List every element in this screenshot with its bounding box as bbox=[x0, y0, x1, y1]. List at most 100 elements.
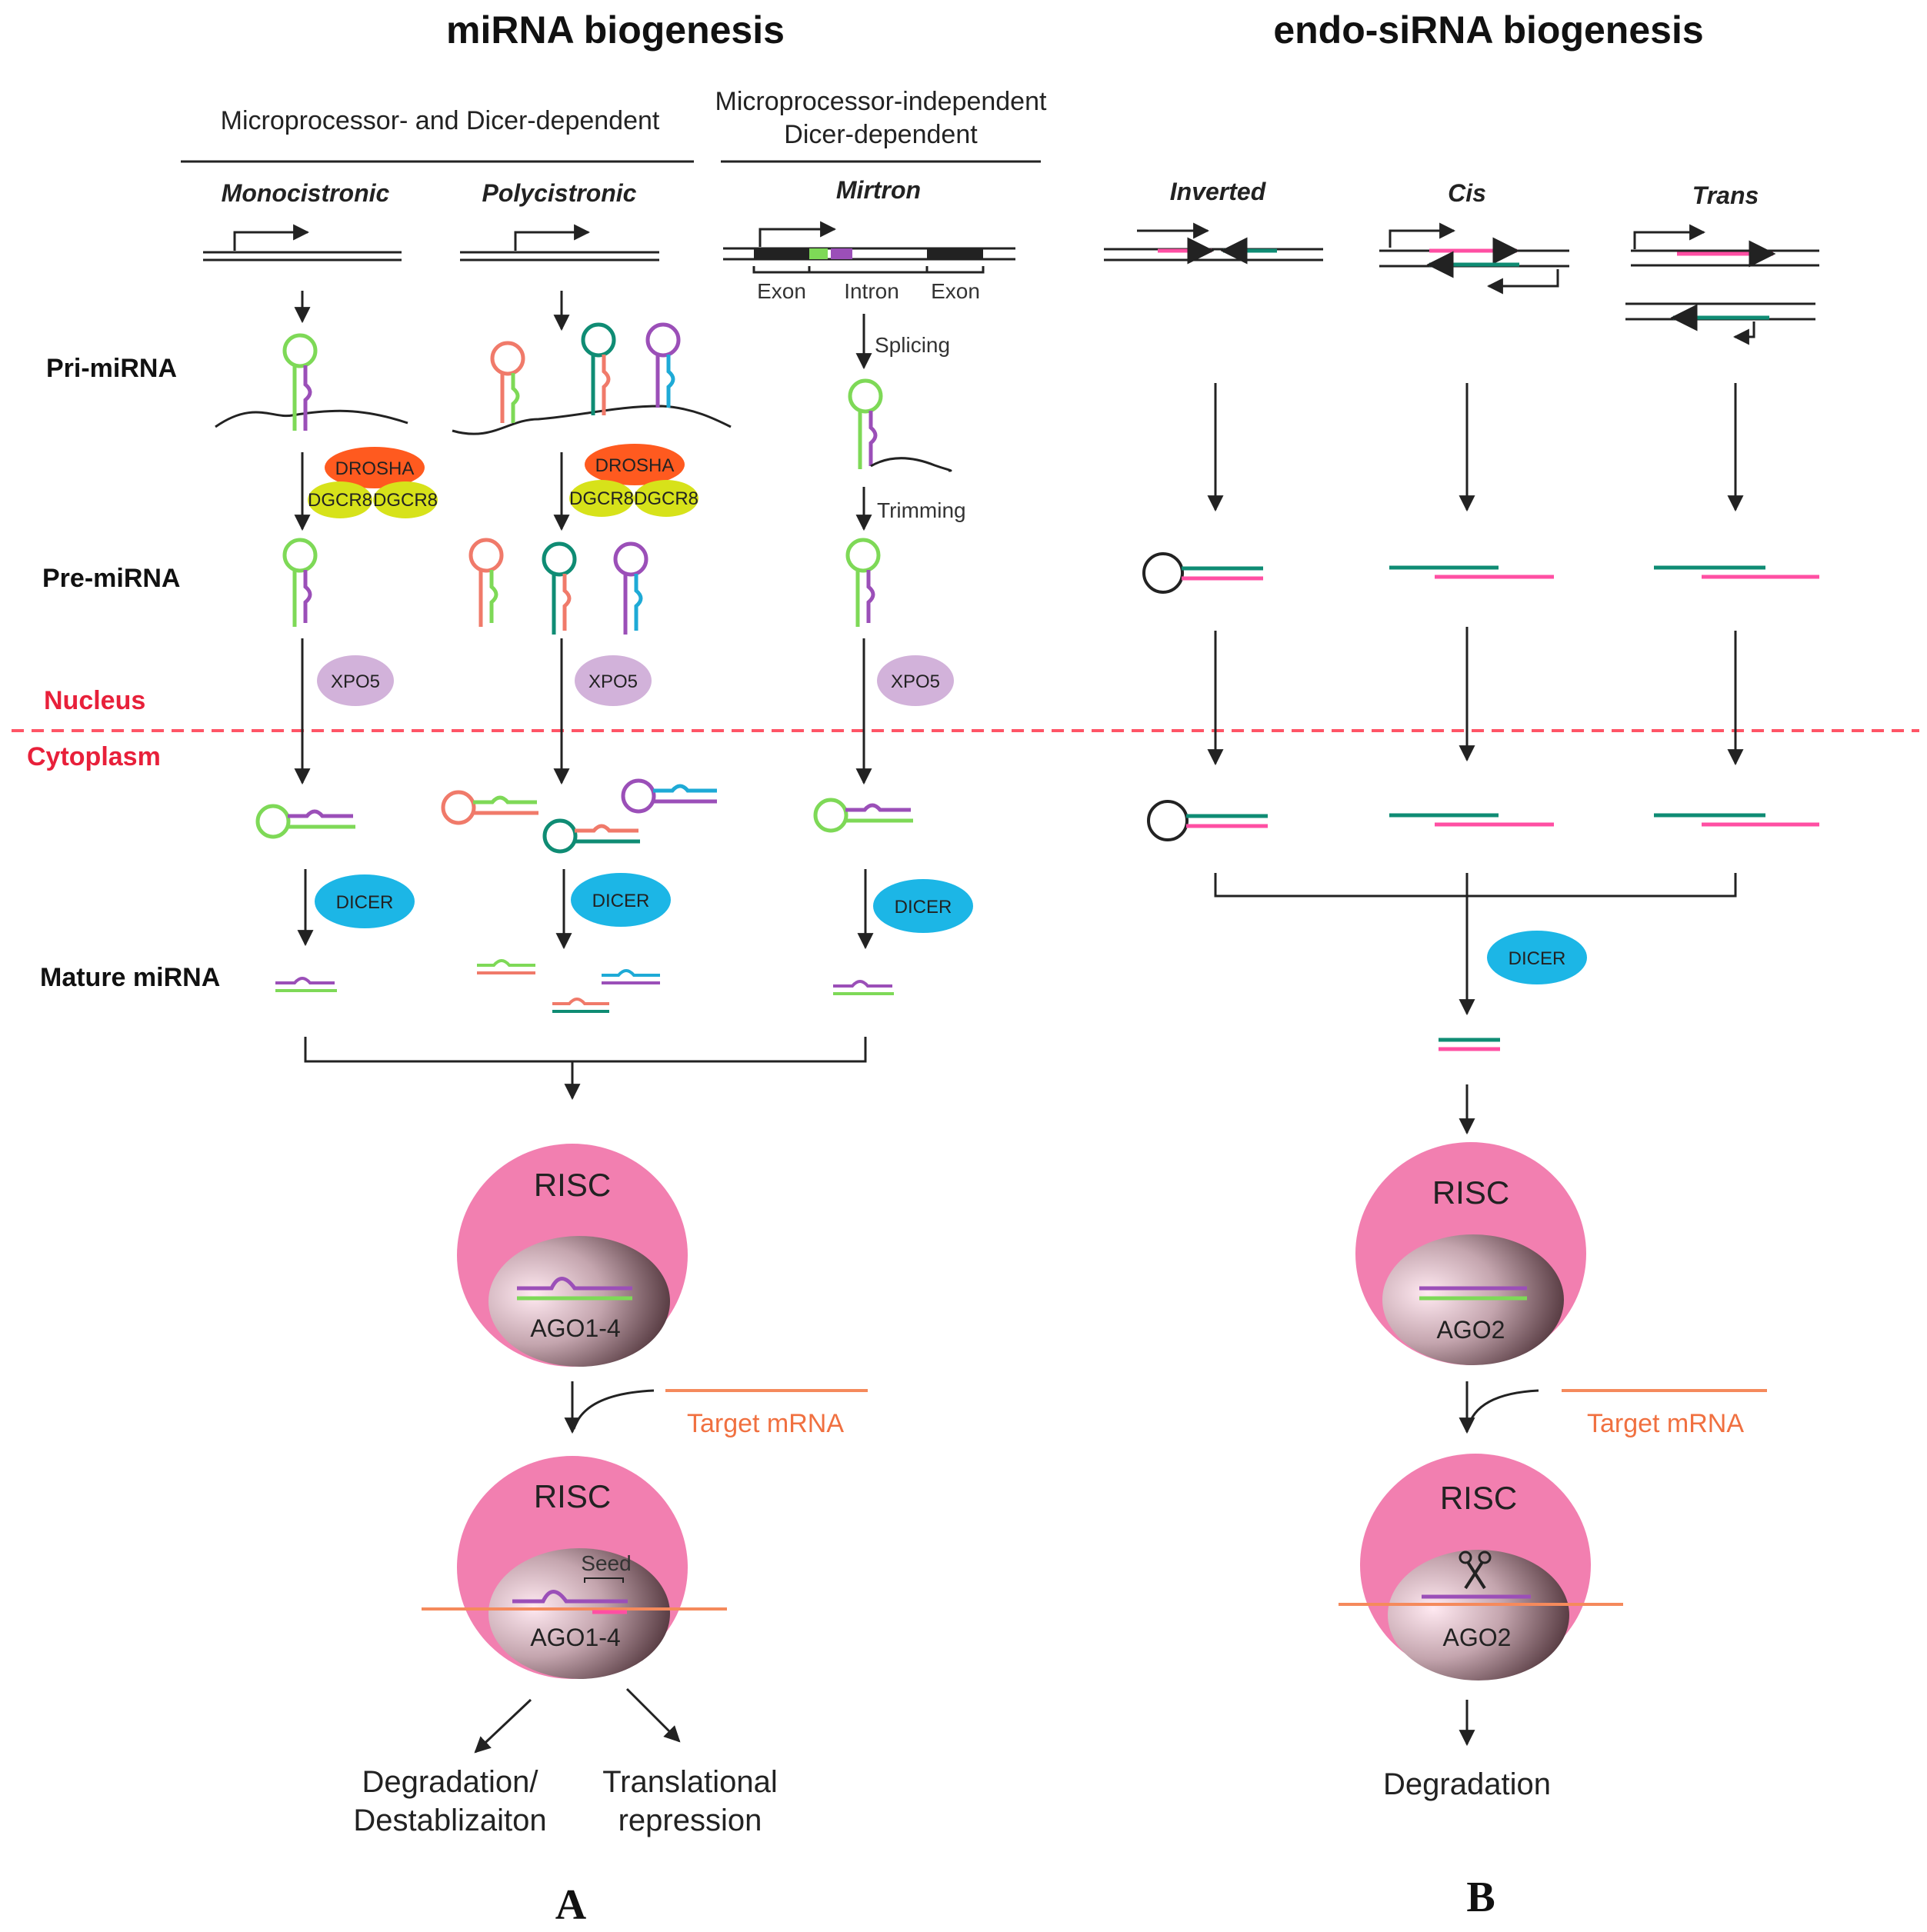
cyto-mirtron-hairpin bbox=[813, 798, 913, 833]
xpo5-label: XPO5 bbox=[588, 671, 638, 692]
category-monocistronic: Monocistronic bbox=[222, 179, 390, 207]
gene-inverted bbox=[1104, 222, 1323, 265]
pri-mirtron-hairpin bbox=[848, 378, 952, 472]
merge-bracket-a bbox=[304, 1037, 867, 1063]
pre-mirtron-hairpin bbox=[845, 538, 881, 627]
cyto-mono-hairpin bbox=[255, 804, 355, 839]
drosha-complex-poly: DROSHA DGCR8 DGCR8 bbox=[569, 444, 698, 517]
ago-label: AGO2 bbox=[1443, 1624, 1512, 1651]
target-binding-curve-b bbox=[1466, 1389, 1539, 1430]
dsrna-cis-cyto bbox=[1389, 813, 1554, 827]
risc-complex-a2: RISC Seed AGO1-4 bbox=[422, 1456, 727, 1679]
merge-bracket-b bbox=[1214, 873, 1737, 898]
pri-poly-hairpin-2 bbox=[581, 322, 616, 415]
dicer-label: DICER bbox=[1509, 948, 1566, 969]
risc-label: RISC bbox=[1432, 1174, 1509, 1211]
drosha-enzyme bbox=[585, 444, 685, 485]
target-mrna-label-a: Target mRNA bbox=[687, 1409, 844, 1438]
dgcr8-enzyme bbox=[634, 480, 698, 517]
pre-poly-hairpin-1 bbox=[468, 538, 504, 627]
risc-label: RISC bbox=[1440, 1480, 1517, 1516]
category-polycistronic: Polycistronic bbox=[482, 179, 637, 207]
pathway-independent-label-2: Dicer-dependent bbox=[784, 120, 978, 149]
outcome-degradation-b: Degradation bbox=[1383, 1767, 1551, 1801]
dgcr8-label: DGCR8 bbox=[569, 488, 634, 509]
drosha-label: DROSHA bbox=[335, 458, 415, 479]
stage-pri-mirna: Pri-miRNA bbox=[46, 354, 177, 383]
risc-label: RISC bbox=[534, 1478, 611, 1514]
drosha-label: DROSHA bbox=[595, 455, 675, 476]
cyto-poly-hairpin-1 bbox=[441, 790, 538, 825]
drosha-enzyme bbox=[325, 447, 425, 488]
xpo5-poly: XPO5 bbox=[575, 655, 652, 706]
mature-poly-duplex-1 bbox=[477, 959, 535, 974]
gene-monocistronic bbox=[203, 224, 402, 261]
pri-poly-hairpin-1 bbox=[490, 341, 525, 423]
gene-cis bbox=[1379, 222, 1569, 295]
stage-pre-mirna: Pre-miRNA bbox=[42, 564, 180, 593]
outcome-translational-1: Translational bbox=[602, 1765, 778, 1799]
dicer-mono: DICER bbox=[315, 874, 415, 928]
pri-mono-rna bbox=[215, 409, 408, 428]
gene-polycistronic bbox=[460, 224, 659, 261]
dicer-label: DICER bbox=[336, 892, 394, 913]
ago-label: AGO2 bbox=[1437, 1316, 1505, 1344]
risc-complex-b2: RISC AGO2 bbox=[1339, 1454, 1623, 1681]
pri-poly-rna bbox=[452, 405, 732, 435]
panel-letter-b: B bbox=[1466, 1874, 1495, 1921]
xpo5-mirtron: XPO5 bbox=[877, 655, 954, 706]
risc-label: RISC bbox=[534, 1167, 611, 1203]
xpo5-mono: XPO5 bbox=[317, 655, 394, 706]
category-trans: Trans bbox=[1692, 182, 1759, 209]
ago-label: AGO1-4 bbox=[530, 1624, 620, 1651]
dgcr8-enzyme bbox=[308, 481, 372, 518]
step-trimming-label: Trimming bbox=[877, 498, 966, 522]
gene-mirtron: Exon Intron Exon bbox=[723, 221, 1015, 303]
mature-mirtron-duplex bbox=[833, 980, 894, 995]
arrow-outcome-degradation bbox=[474, 1698, 532, 1754]
dicer-label: DICER bbox=[592, 891, 650, 911]
dsrna-inverted-nuc bbox=[1142, 552, 1263, 594]
dicer-label: DICER bbox=[895, 897, 952, 918]
compartment-cytoplasm: Cytoplasm bbox=[27, 742, 161, 771]
gene-trans bbox=[1625, 224, 1819, 345]
category-mirtron: Mirtron bbox=[836, 176, 921, 204]
pri-mono-hairpin bbox=[282, 333, 318, 431]
target-binding-curve-a bbox=[572, 1389, 655, 1430]
dsrna-trans-nuc bbox=[1654, 565, 1819, 579]
panel-a-title: miRNA biogenesis bbox=[446, 8, 785, 52]
step-splicing-label: Splicing bbox=[875, 333, 950, 357]
compartment-nucleus: Nucleus bbox=[44, 686, 145, 715]
ago-label: AGO1-4 bbox=[530, 1314, 620, 1342]
dgcr8-enzyme bbox=[569, 480, 634, 517]
pre-poly-hairpin-2 bbox=[542, 541, 577, 635]
xpo5-label: XPO5 bbox=[331, 671, 380, 692]
scissors-icon bbox=[1459, 1551, 1492, 1590]
cyto-poly-hairpin-2 bbox=[542, 818, 640, 854]
exon-label-2: Exon bbox=[931, 279, 980, 303]
mature-poly-duplex-2 bbox=[552, 998, 609, 1013]
intron-label: Intron bbox=[844, 279, 899, 303]
pre-poly-hairpin-3 bbox=[613, 541, 648, 635]
mature-poly-duplex-3 bbox=[602, 969, 660, 984]
stage-mature-mirna: Mature miRNA bbox=[40, 963, 220, 992]
dgcr8-enzyme bbox=[373, 481, 438, 518]
sirna-duplex bbox=[1439, 1038, 1500, 1051]
panel-letter-a: A bbox=[555, 1881, 587, 1929]
dicer-mirtron: DICER bbox=[873, 879, 973, 933]
pathway-dependent-label: Microprocessor- and Dicer-dependent bbox=[221, 106, 660, 135]
risc-complex-b1: RISC AGO2 bbox=[1355, 1142, 1586, 1365]
drosha-complex-mono: DROSHA DGCR8 DGCR8 bbox=[308, 447, 438, 518]
outcome-translational-2: repression bbox=[618, 1804, 762, 1837]
mature-mono-duplex bbox=[275, 977, 337, 992]
category-inverted: Inverted bbox=[1170, 178, 1267, 205]
outcome-degradation-2: Destablizaiton bbox=[353, 1804, 546, 1837]
target-mrna-label-b: Target mRNA bbox=[1587, 1409, 1744, 1438]
dgcr8-label: DGCR8 bbox=[308, 490, 372, 511]
cyto-poly-hairpin-3 bbox=[621, 778, 717, 814]
pathway-independent-label-1: Microprocessor-independent bbox=[715, 87, 1047, 116]
category-cis: Cis bbox=[1448, 179, 1486, 207]
arrow-outcome-translational bbox=[625, 1687, 681, 1743]
dicer-poly: DICER bbox=[571, 873, 671, 927]
